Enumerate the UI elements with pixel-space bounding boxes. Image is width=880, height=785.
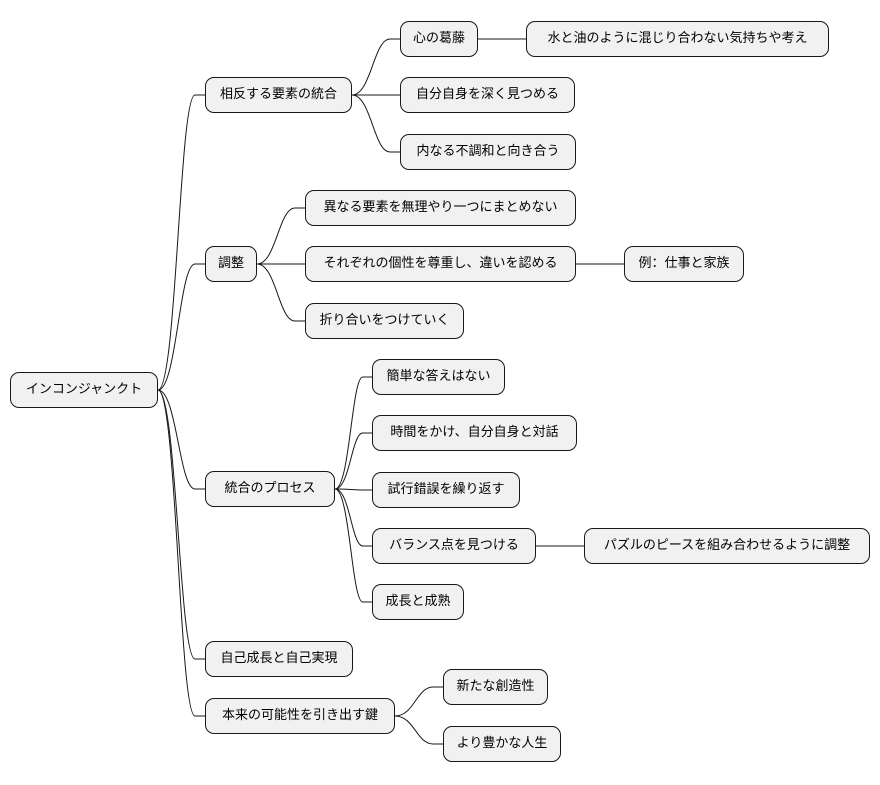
leaf-node: 自分自身を深く見つめる	[400, 77, 575, 113]
leaf-node: 例：仕事と家族	[624, 246, 744, 282]
connector-line	[351, 94, 400, 153]
leaf-node: 新たな創造性	[443, 669, 548, 705]
leaf-node: バランス点を見つける	[372, 528, 536, 564]
leaf-node: より豊かな人生	[443, 726, 561, 762]
connector-line	[394, 715, 443, 745]
branch-node: 相反する要素の統合	[205, 77, 352, 113]
connector-line	[157, 263, 205, 391]
leaf-node: 水と油のように混じり合わない気持ちや考え	[526, 21, 829, 57]
leaf-node: 簡単な答えはない	[372, 359, 505, 395]
connector-line	[157, 389, 205, 717]
leaf-node: パズルのピースを組み合わせるように調整	[584, 528, 870, 564]
connector-line	[334, 376, 372, 490]
connector-line	[334, 488, 372, 491]
branch-node: 統合のプロセス	[205, 471, 335, 507]
branch-node: 調整	[205, 246, 257, 282]
connector-line	[334, 488, 372, 603]
leaf-node: それぞれの個性を尊重し、違いを認める	[305, 246, 576, 282]
leaf-node: 異なる要素を無理やり一つにまとめない	[305, 190, 576, 226]
branch-node: 自己成長と自己実現	[205, 641, 353, 677]
connector-line	[157, 389, 205, 660]
leaf-node: 内なる不調和と向き合う	[400, 134, 576, 170]
connector-line	[157, 389, 205, 490]
leaf-node: 時間をかけ、自分自身と対話	[372, 415, 577, 451]
connector-line	[157, 94, 205, 391]
connector-line	[256, 207, 305, 265]
root-node: インコンジャンクト	[10, 372, 158, 408]
leaf-node: 成長と成熟	[372, 584, 464, 620]
connector-line	[351, 38, 400, 96]
leaf-node: 折り合いをつけていく	[305, 303, 464, 339]
connector-line	[334, 488, 372, 547]
connector-line	[394, 686, 443, 717]
leaf-node: 心の葛藤	[400, 21, 478, 57]
branch-node: 本来の可能性を引き出す鍵	[205, 698, 395, 734]
connector-line	[334, 432, 372, 490]
leaf-node: 試行錯誤を繰り返す	[372, 472, 520, 508]
connector-line	[256, 263, 305, 322]
